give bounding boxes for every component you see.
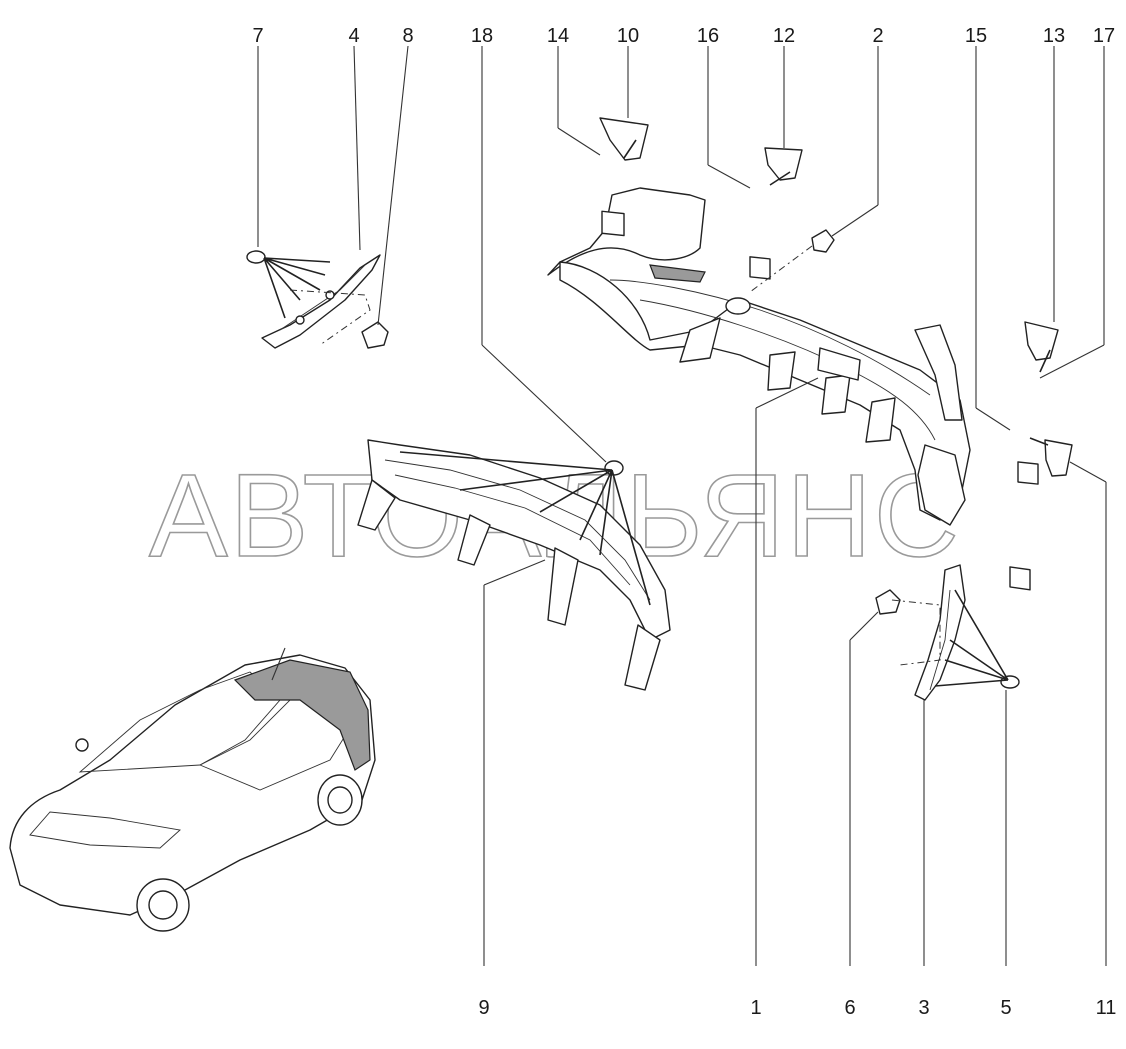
lamp-13	[1024, 321, 1059, 361]
callout-8: 8	[402, 25, 413, 47]
callout-18: 18	[471, 25, 493, 47]
plug-2	[811, 229, 835, 253]
callout-labels: 7 4 8 18 14 10 16 12 2 15 13 17 9 1 6 3 …	[252, 25, 1116, 1019]
rear-bumper-cover	[547, 187, 971, 526]
reflector-16	[749, 256, 771, 280]
lamp-10	[599, 117, 649, 161]
callout-10: 10	[617, 25, 639, 47]
reflector-17	[1017, 461, 1039, 485]
callout-4: 4	[348, 25, 359, 47]
callout-15: 15	[965, 25, 987, 47]
assembly-arrows	[263, 139, 1051, 687]
callout-7: 7	[252, 25, 263, 47]
clip-6	[875, 589, 901, 615]
reflector-15	[1009, 566, 1031, 591]
leader-lines	[257, 45, 1107, 966]
callout-14: 14	[547, 25, 569, 47]
bumper-absorber	[357, 439, 671, 691]
callout-2: 2	[872, 25, 883, 47]
nut-8	[361, 321, 389, 349]
callout-6: 6	[844, 997, 855, 1019]
bracket-right	[914, 564, 966, 701]
callout-16: 16	[697, 25, 719, 47]
reflector-14	[601, 210, 625, 237]
callout-1: 1	[750, 997, 761, 1019]
callout-3: 3	[918, 997, 929, 1019]
callout-9: 9	[478, 997, 489, 1019]
callout-11: 11	[1096, 997, 1117, 1019]
callout-13: 13	[1043, 25, 1065, 47]
lamp-12	[764, 147, 803, 181]
lamp-11	[1044, 439, 1073, 477]
car-illustration	[9, 647, 376, 932]
bracket-left	[261, 254, 381, 349]
callout-17: 17	[1093, 25, 1115, 47]
callout-5: 5	[1000, 997, 1011, 1019]
callout-12: 12	[773, 25, 795, 47]
